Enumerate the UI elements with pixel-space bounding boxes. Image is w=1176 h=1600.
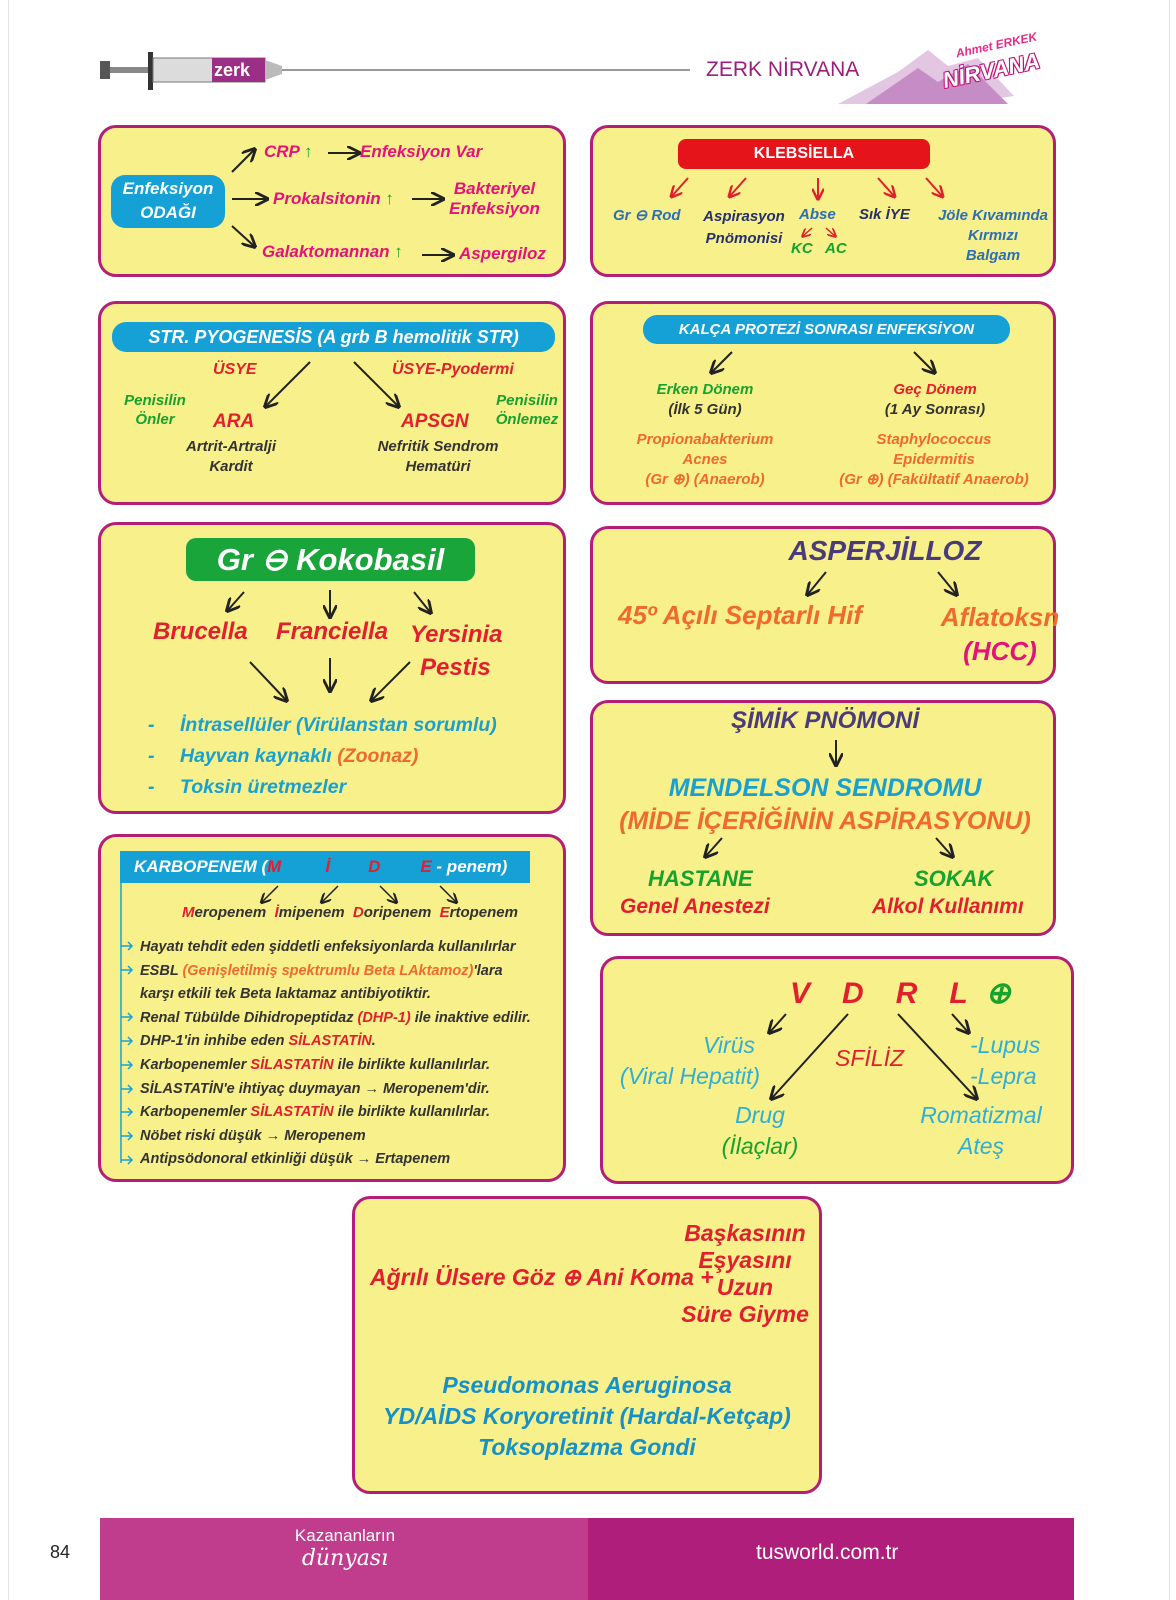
simik-sokak: SOKAK (914, 866, 994, 891)
klebsiella-arrows (0, 177, 1176, 300)
vdrl-lupus-lepra: -Lupus-Lepra (970, 1032, 1041, 1089)
karbopenem-drugs: Meropenem İmipenem Doripenem Ertopenem (182, 904, 518, 921)
bottom-box (352, 1196, 822, 1494)
bullet-2: -Hayvan kaynaklı (Zoonaz) (148, 745, 419, 767)
logo-text: zerk (214, 60, 251, 80)
asper-box (590, 526, 1056, 684)
footer-url: tusworld.com.tr (756, 1541, 899, 1564)
kar-line-2b: karşı etkili tek Beta laktamaz antibiyot… (140, 986, 431, 1003)
enfeksiyon-source: Enfeksiyon ODAĞI (111, 175, 225, 228)
footer-left (100, 1518, 588, 1600)
up-arrow-icon: ↑ (385, 189, 394, 208)
kokobasil-brucella: Brucella (153, 618, 248, 645)
asper-right: Aflatoksn(HCC) (940, 602, 1060, 666)
vdrl-virus: Virüs(Viral Hepatit) (619, 1032, 761, 1089)
vdrl-box (600, 956, 1074, 1184)
drug-doripenem: Doripenem (352, 904, 432, 921)
simik-arrows (0, 740, 1176, 950)
simik-hastane: HASTANE (648, 866, 753, 891)
str-ara: ARA (213, 411, 255, 432)
footer-slogan: Kazananların dünyası (294, 1526, 396, 1571)
page-number: 84 (50, 1542, 71, 1562)
kleb-iye: Sık İYE (859, 206, 910, 223)
str-arrows (0, 361, 1176, 520)
plus-circle-icon: ⊕ (985, 977, 1011, 1010)
bullet-3: -Toksin üretmezler (148, 776, 347, 798)
kar-line-2: ESBL (Genişletilmiş spektrumlu Beta LAkt… (140, 962, 503, 979)
kar-line-3: Renal Tübülde Dihidropeptidaz (DHP-1) il… (140, 1009, 531, 1026)
kokobasil-bullets: -İntrasellüler (Virülanstan sorumlu) -Ha… (148, 710, 497, 803)
footer-right (588, 1518, 1074, 1600)
kar-line-5: Karbopenemler SİLASTATİN ile birlikte ku… (140, 1056, 490, 1073)
kar-line-7: Karbopenemler SİLASTATİN ile birlikte ku… (140, 1104, 490, 1121)
kar-line-4: DHP-1'in inhibe eden SİLASTATİN. (140, 1033, 376, 1050)
asper-arrows (0, 571, 1176, 700)
kokobasil-title: Gr ⊖ Kokobasil (186, 538, 475, 581)
kokobasil-franciella: Franciella (276, 618, 389, 645)
kokobasil-arrows (0, 590, 1176, 820)
brand-title: ZERK NİRVANA (706, 58, 860, 81)
vdrl-sfiliz: SFİLİZ (835, 1045, 905, 1071)
kleb-ac: AC (825, 240, 847, 257)
kalca-erken: Erken Dönem(İlk 5 Gün) (656, 381, 754, 418)
kleb-gr-rod: Gr ⊖ Rod (613, 207, 681, 224)
str-usye-pyo: ÜSYE-Pyodermi (392, 361, 514, 378)
kar-line-8: Nöbet riski düşük → Meropenem (140, 1127, 366, 1144)
kleb-abse: Abse (799, 206, 836, 223)
klebsiella-title: KLEBSİELLA (678, 139, 930, 169)
drug-imipenem: İmipenem (274, 904, 345, 921)
enfeksiyon-arrows (231, 0, 1176, 300)
kalca-gec: Geç Dönem(1 Ay Sonrası) (884, 381, 986, 418)
drug-ertopenem: Ertopenem (439, 904, 518, 921)
bullet-1: -İntrasellüler (Virülanstan sorumlu) (148, 714, 497, 736)
vdrl-arrows (0, 1013, 1176, 1200)
str-title: STR. PYOGENESİS (A grb B hemolitik STR) (112, 322, 555, 352)
galaktomannan-label: Galaktomannan ↑ (262, 242, 403, 261)
simik-hastane-sub: Genel Anestezi (620, 895, 770, 918)
galaktomannan-result: Aspergiloz (459, 244, 546, 263)
str-apsgn: APSGN (401, 411, 469, 432)
vdrl-drug: Drug(İlaçlar) (721, 1102, 799, 1159)
simik-title: ŞİMİK PNÖMONİ (730, 707, 919, 734)
asper-left: 45º Açılı Septarlı Hif (618, 600, 863, 630)
mountain-logo (838, 50, 1014, 104)
karbopenem-list: Hayatı tehdit eden şiddetli enfeksiyonla… (140, 936, 531, 1172)
kalca-arrows (0, 351, 1176, 520)
crp-result: Enfeksiyon Var (360, 142, 483, 161)
karbopenem-lines (120, 883, 1176, 1165)
simik-sokak-sub: Alkol Kullanımı (872, 895, 1024, 918)
kar-line-6: SİLASTATİN'e ihtiyaç duymayan → Meropene… (140, 1080, 490, 1097)
up-arrow-icon: ↑ (304, 142, 313, 161)
drug-meropenem: Meropenem (182, 904, 267, 921)
syringe-logo (100, 52, 690, 90)
kleb-kc: KC (791, 240, 813, 257)
kar-line-1: Hayatı tehdit eden şiddetli enfeksiyonla… (140, 939, 516, 955)
kar-line-9: Antipsödonoral etkinliği düşük → Ertapen… (140, 1151, 451, 1168)
bottom-main: Ağrılı Ülsere Göz ⊕ Ani Koma + (370, 1264, 714, 1290)
str-usye: ÜSYE (213, 361, 257, 378)
kalca-title: KALÇA PROTEZİ SONRASI ENFEKSİYON (643, 315, 1010, 344)
prokalsitonin-label: Prokalsitonin ↑ (273, 189, 394, 208)
asper-title: ASPERJİLLOZ (788, 535, 982, 566)
up-arrow-icon: ↑ (394, 242, 403, 261)
simik-box (590, 700, 1056, 936)
crp-label: CRP ↑ (264, 142, 313, 161)
simik-mendelson: MENDELSON SENDROMU(MİDE İÇERİĞİNİN ASPİR… (619, 774, 1031, 835)
